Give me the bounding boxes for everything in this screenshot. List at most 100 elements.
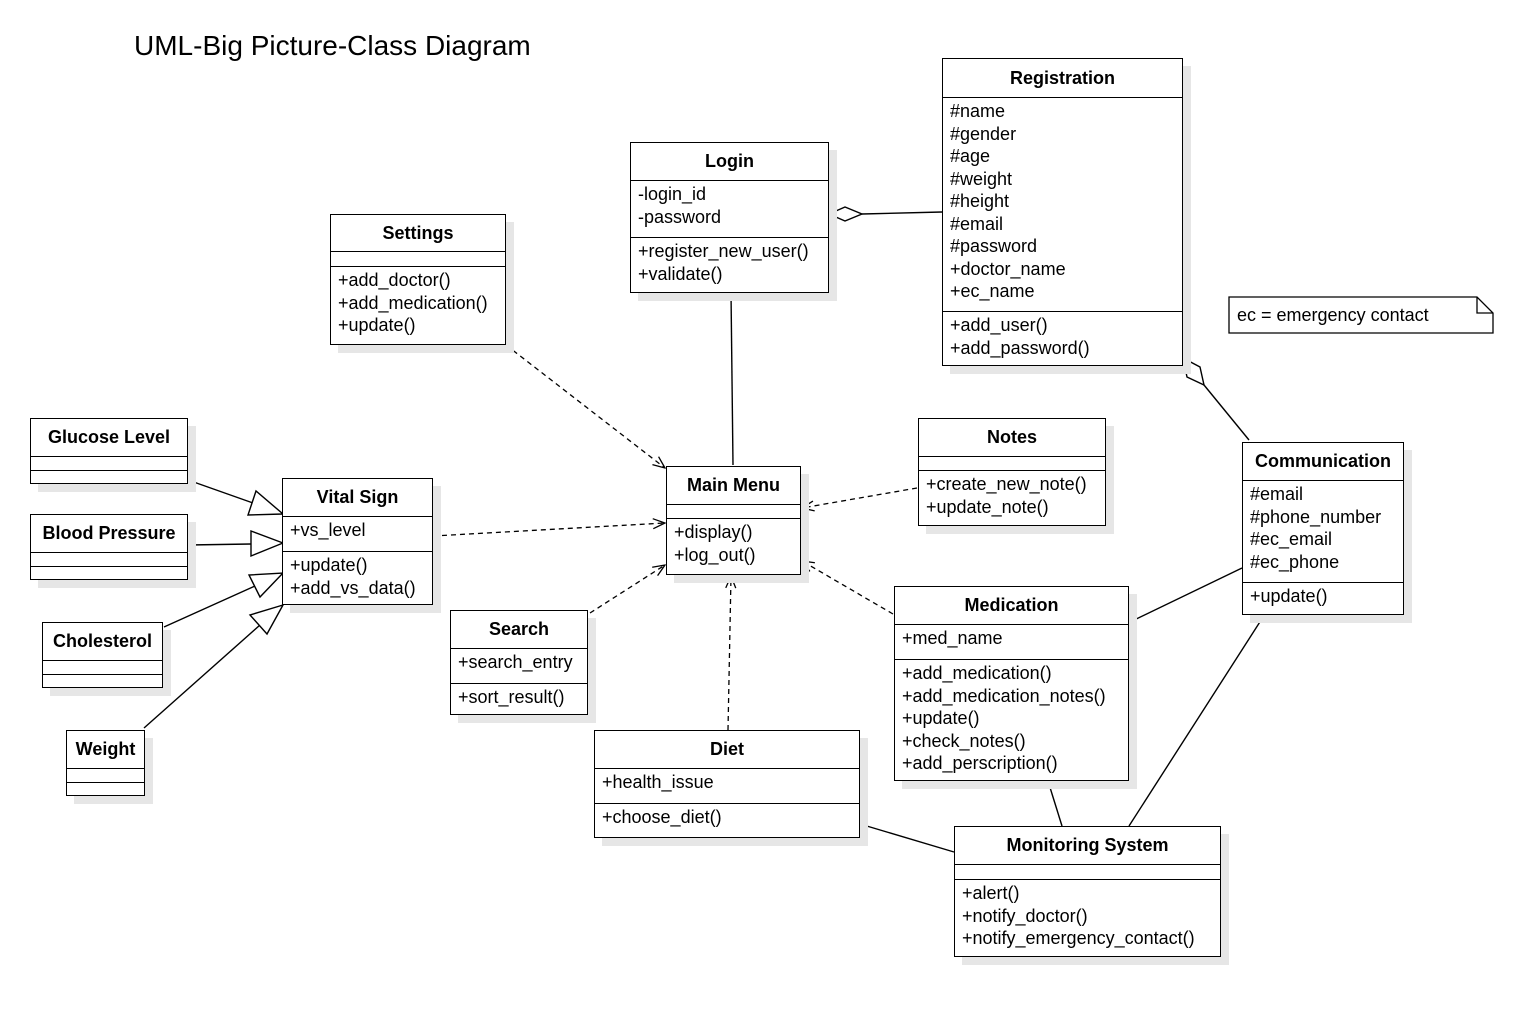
aggregation-registration-login xyxy=(827,206,943,222)
attribute: #ec_email xyxy=(1250,529,1333,549)
method: +notify_emergency_contact() xyxy=(962,928,1195,948)
dependency-diet-to-main-menu xyxy=(728,576,731,731)
attributes-section xyxy=(331,252,505,267)
method: +choose_diet() xyxy=(602,807,722,827)
class-name: Communication xyxy=(1243,443,1403,481)
method: +update_note() xyxy=(926,496,1049,517)
association-login-main-menu xyxy=(730,291,734,466)
class-settings[interactable]: Settings +add_doctor() +add_medication()… xyxy=(330,214,506,345)
class-main-menu[interactable]: Main Menu +display() +log_out() xyxy=(666,466,801,575)
class-name: Search xyxy=(451,611,587,649)
attributes-section xyxy=(67,769,144,783)
method: +update() xyxy=(902,708,980,728)
methods-section: +display() +log_out() xyxy=(667,519,800,570)
association-medication-communication xyxy=(1127,567,1243,624)
methods-section: +register_new_user() +validate() xyxy=(631,238,828,289)
class-glucose-level[interactable]: Glucose Level xyxy=(30,418,188,484)
class-registration[interactable]: Registration #name #gender #age #weight … xyxy=(942,58,1183,366)
attributes-section xyxy=(31,457,187,471)
class-name: Weight xyxy=(67,731,144,769)
method: +create_new_note() xyxy=(926,474,1087,494)
methods-section: +update() +add_vs_data() xyxy=(283,552,432,603)
association-medication-monitoring xyxy=(1047,780,1063,827)
association-diet-monitoring xyxy=(859,823,955,853)
class-monitoring-system[interactable]: Monitoring System +alert() +notify_docto… xyxy=(954,826,1221,957)
attribute: +med_name xyxy=(902,628,1003,648)
attribute: +search_entry xyxy=(458,652,573,672)
methods-section: +alert() +notify_doctor() +notify_emerge… xyxy=(955,880,1220,954)
class-diet[interactable]: Diet +health_issue +choose_diet() xyxy=(594,730,860,838)
class-name: Glucose Level xyxy=(31,419,187,457)
class-name: Settings xyxy=(331,215,505,252)
class-name: Cholesterol xyxy=(43,623,162,661)
class-name: Diet xyxy=(595,731,859,769)
attribute: +health_issue xyxy=(602,772,714,792)
class-name: Login xyxy=(631,143,828,181)
diagram-title: UML-Big Picture-Class Diagram xyxy=(134,30,531,61)
method: +notify_doctor() xyxy=(962,905,1088,926)
attributes-section: +search_entry xyxy=(451,649,587,684)
method: +update() xyxy=(290,555,368,575)
attributes-section xyxy=(31,553,187,567)
attribute: #phone_number xyxy=(1250,506,1382,527)
attribute: +ec_name xyxy=(950,281,1035,301)
method: +add_medication() xyxy=(902,663,1052,683)
attribute: #password xyxy=(950,236,1038,256)
method: +add_medication() xyxy=(338,292,488,313)
dependency-settings-to-main-menu xyxy=(505,344,665,468)
class-vital-sign[interactable]: Vital Sign +vs_level +update() +add_vs_d… xyxy=(282,478,433,605)
dependency-search-to-main-menu xyxy=(589,565,665,614)
aggregation-communication-registration xyxy=(1182,356,1250,441)
class-name: Monitoring System xyxy=(955,827,1220,865)
attribute: -login_id xyxy=(638,184,707,204)
attribute: -password xyxy=(638,206,722,227)
attribute: #email xyxy=(1250,484,1304,504)
attributes-section: #name #gender #age #weight #height #emai… xyxy=(943,98,1182,312)
class-name: Registration xyxy=(943,59,1182,98)
class-notes[interactable]: Notes +create_new_note() +update_note() xyxy=(918,418,1106,526)
class-cholesterol[interactable]: Cholesterol xyxy=(42,622,163,688)
class-communication[interactable]: Communication #email #phone_number #ec_e… xyxy=(1242,442,1404,615)
class-blood-pressure[interactable]: Blood Pressure xyxy=(30,514,188,580)
method: +add_doctor() xyxy=(338,270,451,290)
class-medication[interactable]: Medication +med_name +add_medication() +… xyxy=(894,586,1129,781)
attributes-section: +health_issue xyxy=(595,769,859,804)
attribute: #age xyxy=(950,146,991,166)
class-login[interactable]: Login -login_id -password +register_new_… xyxy=(630,142,829,293)
dependency-notes-to-main-menu xyxy=(802,487,918,508)
dependency-medication-to-main-menu xyxy=(802,561,894,615)
attribute: #height xyxy=(950,191,1010,211)
attribute: #ec_phone xyxy=(1250,551,1340,572)
association-communication-monitoring xyxy=(1128,613,1266,827)
attributes-section xyxy=(667,505,800,519)
method: +sort_result() xyxy=(458,687,565,707)
methods-section: +create_new_note() +update_note() xyxy=(919,471,1105,522)
method: +alert() xyxy=(962,883,1020,903)
class-name: Blood Pressure xyxy=(31,515,187,553)
class-name: Medication xyxy=(895,587,1128,625)
methods-section: +add_doctor() +add_medication() +update(… xyxy=(331,267,505,341)
method: +display() xyxy=(674,522,753,542)
class-name: Notes xyxy=(919,419,1105,457)
method: +add_password() xyxy=(950,337,1090,358)
attribute: +doctor_name xyxy=(950,258,1066,279)
method: +register_new_user() xyxy=(638,241,809,261)
class-search[interactable]: Search +search_entry +sort_result() xyxy=(450,610,588,715)
method: +add_medication_notes() xyxy=(902,685,1106,706)
attributes-section: +med_name xyxy=(895,625,1128,660)
class-weight[interactable]: Weight xyxy=(66,730,145,796)
note-text: ec = emergency contact xyxy=(1237,305,1429,325)
attribute: #weight xyxy=(950,168,1013,189)
attributes-section xyxy=(919,457,1105,471)
note-shape xyxy=(1228,296,1494,334)
attribute: +vs_level xyxy=(290,520,366,540)
attributes-section xyxy=(955,865,1220,880)
generalization-cholesterol-to-vital-sign xyxy=(163,572,285,628)
methods-section: +update() xyxy=(1243,583,1403,612)
dependency-vital-sign-to-main-menu xyxy=(432,523,665,537)
attribute: #gender xyxy=(950,123,1017,144)
generalization-glucose-to-vital-sign xyxy=(187,479,285,516)
generalization-blood-pressure-to-vital-sign xyxy=(187,529,285,558)
class-name: Vital Sign xyxy=(283,479,432,517)
